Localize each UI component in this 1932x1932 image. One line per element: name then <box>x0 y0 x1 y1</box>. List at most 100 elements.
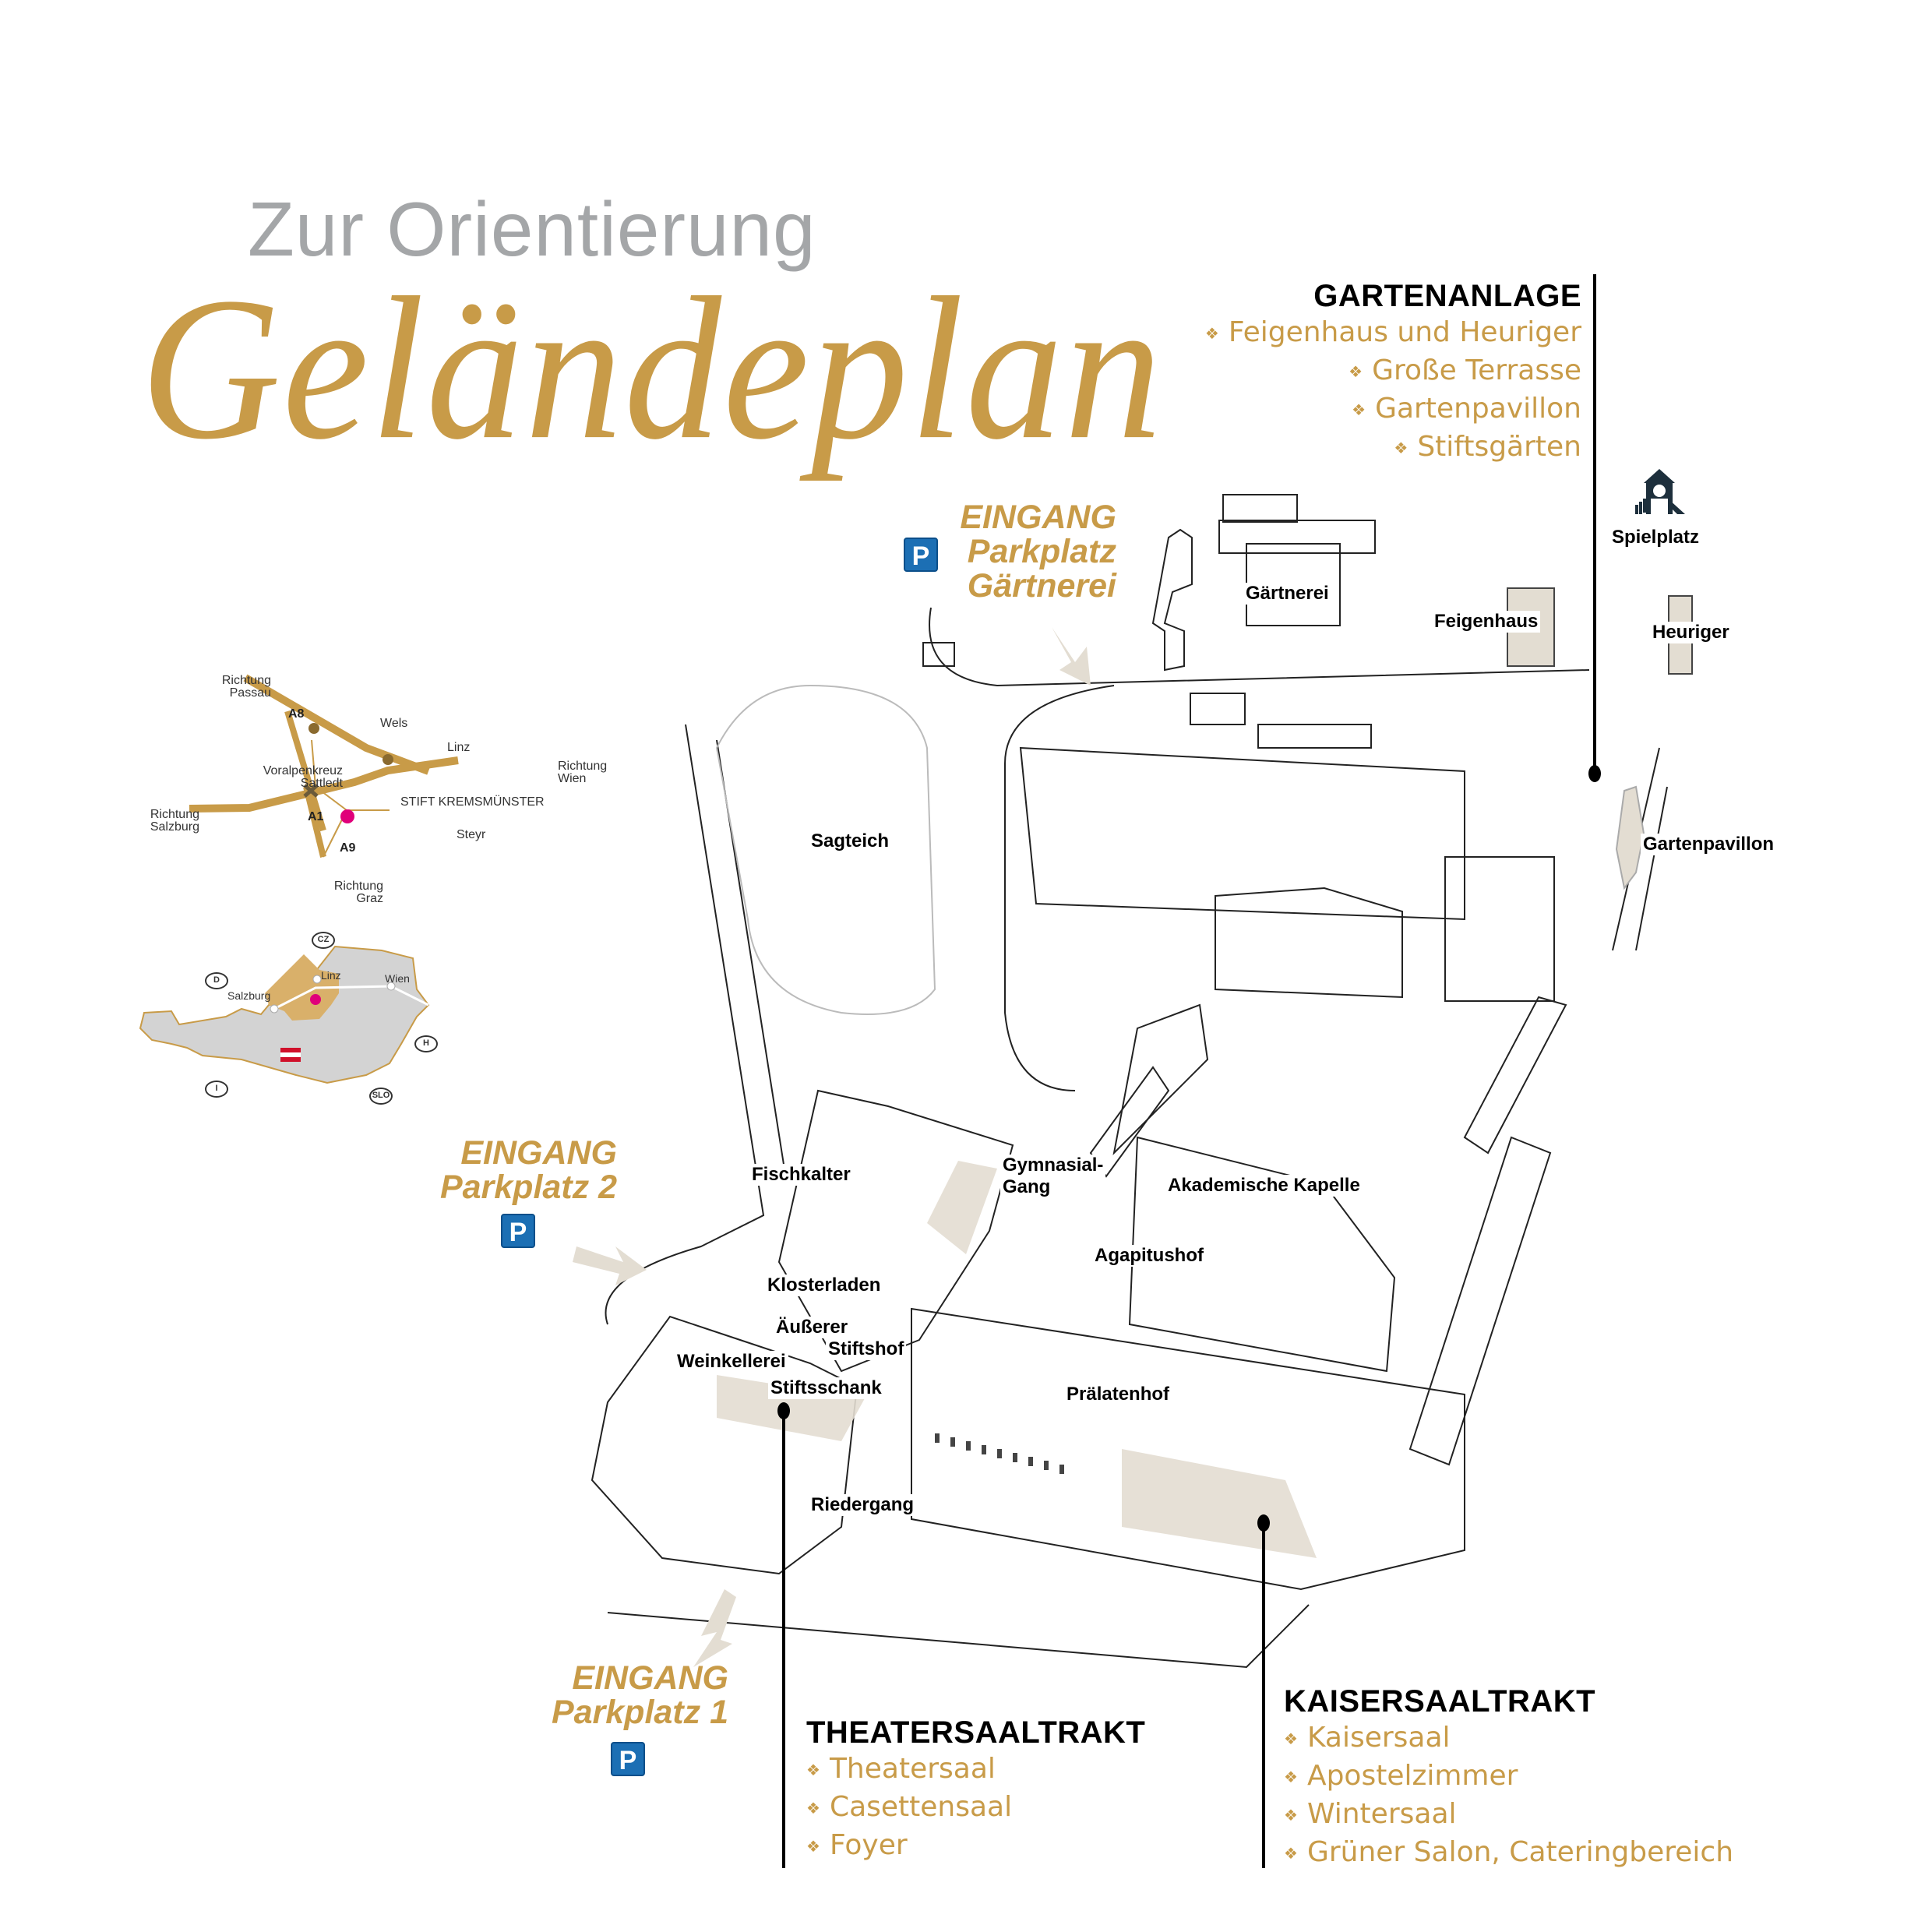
road-label-salzburg: Richtung Salzburg <box>137 809 199 834</box>
label-sagteich: Sagteich <box>809 830 892 852</box>
label-line: Richtung <box>558 760 608 773</box>
bullet-icon: ❖ <box>806 1837 820 1856</box>
road-label-linz: Linz <box>447 741 471 754</box>
item-text: Apostelzimmer <box>1306 1760 1518 1792</box>
entrance-line: Parkplatz 2 <box>439 1169 617 1206</box>
section-item: ❖ Foyer <box>806 1827 1145 1865</box>
label-fischkalter: Fischkalter <box>749 1164 853 1186</box>
road-label-stift: STIFT KREMSMÜNSTER <box>400 795 545 809</box>
section-kaisersaaltrakt: KAISERSAALTRAKT ❖ Kaisersaal ❖ Apostelzimm… <box>1284 1684 1733 1872</box>
label-line: Gymnasial- <box>1003 1155 1104 1176</box>
bullet-icon: ❖ <box>806 1799 820 1817</box>
austria-label-linz: Linz <box>321 969 341 982</box>
label-riedergang: Riedergang <box>809 1494 917 1516</box>
item-text: Stiftsgärten <box>1417 431 1581 463</box>
section-item: ❖ Feigenhaus und Heuriger <box>1184 314 1581 352</box>
section-item: ❖ Stiftsgärten <box>1184 428 1581 467</box>
entrance-gaertnerei-label: EINGANG Parkplatz Gärtnerei <box>957 500 1116 603</box>
label-stiftsschank: Stiftsschank <box>768 1377 884 1399</box>
label-line: Gang <box>1003 1176 1051 1197</box>
road-label-a8: A8 <box>288 707 305 721</box>
entrance-line: EINGANG <box>460 1134 617 1172</box>
label-spielplatz: Spielplatz <box>1609 527 1702 548</box>
entrance-line: Gärtnerei <box>967 567 1116 605</box>
country-badge-h: H <box>414 1035 438 1052</box>
page-title: Geländeplan <box>140 256 1164 482</box>
label-line: Passau <box>229 686 271 700</box>
entrance-parkplatz2-label: EINGANG Parkplatz 2 <box>421 1136 617 1204</box>
item-text: Gartenpavillon <box>1375 393 1581 425</box>
entrance-line: Parkplatz 1 <box>551 1694 728 1731</box>
section-item: ❖Wintersaal <box>1284 1796 1733 1834</box>
bullet-icon: ❖ <box>1394 439 1408 457</box>
road-label-voralpenkreuz: Voralpenkreuz Sattledt <box>234 765 343 790</box>
parking-icon-parkplatz1: P <box>611 1742 645 1776</box>
item-text: Wintersaal <box>1306 1798 1457 1830</box>
section-title: KAISERSAALTRAKT <box>1284 1684 1596 1719</box>
label-gartenpavillon: Gartenpavillon <box>1641 834 1777 855</box>
section-item: ❖ Gartenpavillon <box>1184 390 1581 428</box>
section-item: ❖Große Terrasse <box>1184 352 1581 390</box>
label-line: Richtung <box>221 674 271 687</box>
bullet-icon: ❖ <box>1284 1729 1298 1748</box>
section-item: ❖ Kaisersaal <box>1284 1719 1733 1757</box>
leader-dot-theatersaaltrakt <box>777 1402 790 1419</box>
leader-dot-gartenanlage <box>1588 765 1601 782</box>
road-map-graphic <box>189 674 459 858</box>
country-badge-d: D <box>205 972 228 989</box>
entrance-line: EINGANG <box>572 1659 728 1697</box>
road-label-a9: A9 <box>340 841 356 855</box>
section-theatersaaltrakt: THEATERSAALTRAKT ❖Theatersaal ❖Casettens… <box>806 1715 1145 1865</box>
item-text: Kaisersaal <box>1306 1722 1451 1754</box>
leader-line-theatersaaltrakt <box>782 1407 785 1868</box>
bullet-icon: ❖ <box>1284 1844 1298 1863</box>
leader-line-kaisersaaltrakt <box>1262 1521 1265 1868</box>
item-text: Feigenhaus und Heuriger <box>1228 316 1581 348</box>
section-title: THEATERSAALTRAKT <box>806 1715 1146 1750</box>
section-item: ❖ Grüner Salon, Cateringbereich <box>1284 1834 1733 1872</box>
leader-dot-kaisersaaltrakt <box>1257 1514 1270 1532</box>
label-line: Sattledt <box>300 777 343 790</box>
bullet-icon: ❖ <box>1204 324 1219 343</box>
road-label-steyr: Steyr <box>457 828 486 841</box>
playground-icon <box>1635 469 1685 514</box>
item-text: Casettensaal <box>829 1791 1013 1823</box>
label-akademische-kapelle: Akademische Kapelle <box>1165 1175 1363 1197</box>
page-subtitle: Zur Orientierung <box>248 186 816 272</box>
bullet-icon: ❖ <box>1284 1768 1298 1786</box>
road-label-a1: A1 <box>308 810 324 823</box>
road-label-wels: Wels <box>380 717 408 730</box>
label-weinkellerei: Weinkellerei <box>675 1351 788 1373</box>
country-badge-cz: CZ <box>312 932 335 949</box>
label-line: Richtung <box>333 880 383 893</box>
label-agapitushof: Agapitushof <box>1092 1245 1206 1267</box>
section-item: ❖ Apostelzimmer <box>1284 1757 1733 1796</box>
label-aeusserer-2: Stiftshof <box>826 1338 907 1360</box>
austria-label-salzburg: Salzburg <box>227 989 271 1002</box>
item-text: Foyer <box>829 1829 908 1861</box>
label-aeusserer-1: Äußerer <box>774 1317 851 1338</box>
section-gartenanlage: GARTENANLAGE ❖Feigenhaus und Heuriger ❖G… <box>1184 279 1581 467</box>
entrance-line: EINGANG <box>960 499 1116 536</box>
item-text: Grüner Salon, Cateringbereich <box>1306 1836 1734 1868</box>
road-label-passau: Richtung Passau <box>209 675 271 700</box>
label-heuriger: Heuriger <box>1650 622 1732 643</box>
leader-line-gartenanlage <box>1593 274 1596 773</box>
label-line: Wien <box>558 772 587 785</box>
label-line: Salzburg <box>150 820 199 834</box>
section-item: ❖ Casettensaal <box>806 1789 1145 1827</box>
label-feigenhaus: Feigenhaus <box>1432 611 1541 633</box>
label-line: Voralpenkreuz <box>263 764 343 777</box>
road-label-wien: Richtung Wien <box>558 760 607 785</box>
country-badge-slo: SLO <box>369 1088 393 1105</box>
label-klosterladen: Klosterladen <box>765 1274 883 1296</box>
label-line: Richtung <box>150 808 199 821</box>
label-gaertnerei: Gärtnerei <box>1243 583 1331 605</box>
parking-icon-gaertnerei: P <box>904 538 938 572</box>
parking-icon-parkplatz2: P <box>501 1214 535 1248</box>
entrance-parkplatz1-label: EINGANG Parkplatz 1 <box>530 1661 728 1729</box>
bullet-icon: ❖ <box>1352 400 1366 419</box>
bullet-icon: ❖ <box>1349 362 1363 381</box>
section-item: ❖Theatersaal <box>806 1750 1145 1789</box>
item-text: Theatersaal <box>829 1753 996 1785</box>
